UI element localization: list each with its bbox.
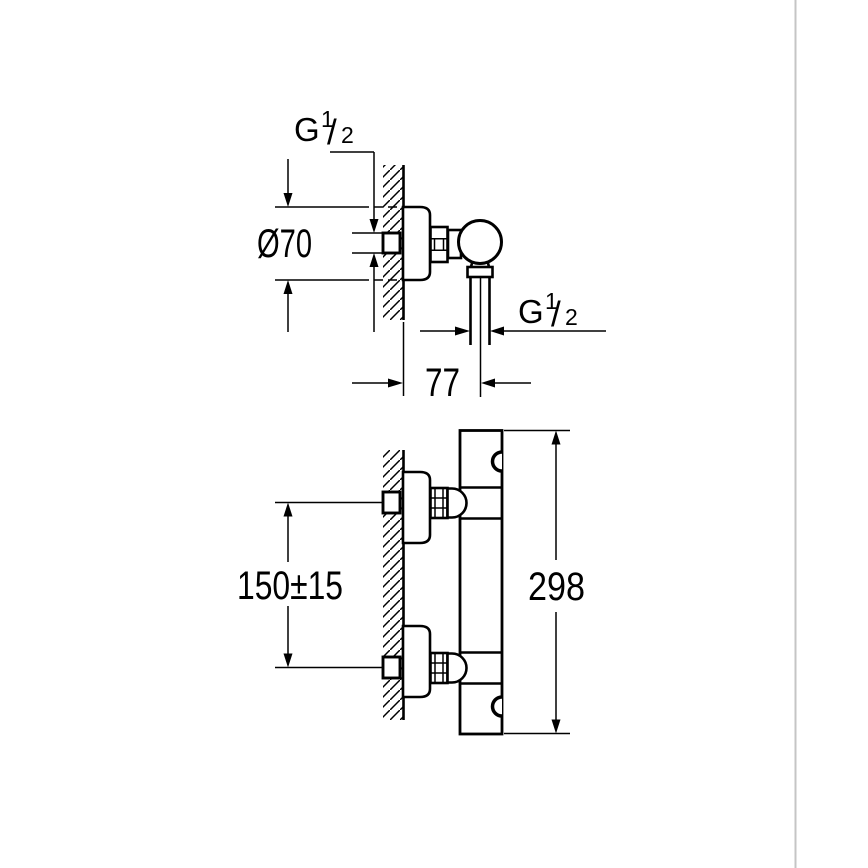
thread-label-top-slash: /	[327, 113, 337, 152]
thread-label-top-den: 2	[341, 122, 354, 148]
hex-nut-lower	[429, 651, 449, 685]
union-dome-lower	[446, 652, 468, 684]
escutcheon-lower	[401, 624, 432, 699]
knob-profile-bottom	[490, 695, 503, 718]
escutcheon	[401, 205, 432, 282]
supply-square-upper	[381, 490, 402, 515]
thread-label-right-num: 1	[545, 288, 558, 314]
inlet-spacing-label: 150±15	[237, 564, 343, 608]
knob-profile-top	[490, 450, 503, 473]
escutcheon-upper	[401, 470, 432, 545]
hex-nut	[429, 225, 449, 264]
body-height-label: 298	[528, 565, 585, 609]
wall-offset-label: 77	[425, 361, 460, 405]
supply-square-lower	[381, 655, 402, 680]
thread-label-top-num: 1	[321, 106, 334, 132]
outlet-flange	[466, 265, 494, 279]
thread-label-top-g: G	[294, 111, 320, 148]
thread-label-right-g: G	[518, 293, 544, 330]
valve-ball	[457, 219, 503, 265]
top-view-side	[275, 165, 503, 397]
thread-label-right-slash: /	[551, 295, 561, 334]
thread-label-right-den: 2	[565, 304, 578, 330]
bottom-view-dimensions: 150±15 298	[237, 429, 585, 735]
bottom-view-side	[275, 429, 504, 736]
escutcheon-dia-label: Ø70	[257, 222, 312, 266]
wall-hatch-2	[383, 450, 403, 720]
mixer-body	[458, 429, 504, 736]
top-view-dimensions: G 1 / 2 Ø70 G 1 / 2 77	[257, 106, 606, 405]
supply-square	[381, 231, 402, 255]
union-dome-upper	[446, 487, 468, 519]
hex-nut-upper	[429, 486, 449, 520]
